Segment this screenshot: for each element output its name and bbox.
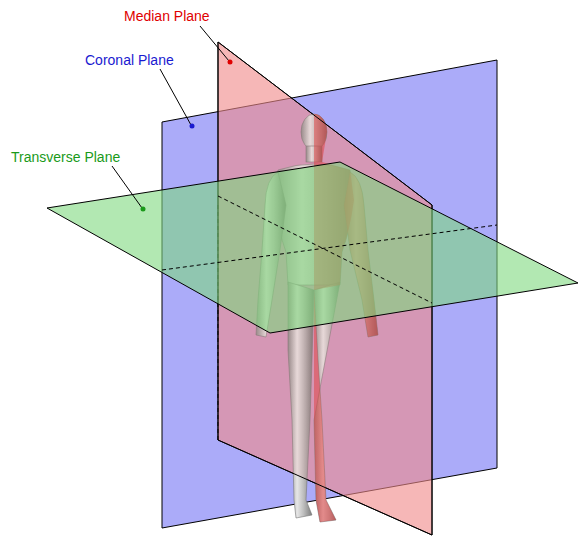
leader-dot <box>228 60 233 65</box>
leader-line <box>200 26 229 61</box>
hidden-edge <box>162 225 497 270</box>
leader-line <box>112 166 142 208</box>
leader-dot <box>141 207 146 212</box>
transverse-plane <box>47 162 578 333</box>
leader-dot <box>190 124 195 129</box>
plane-label: Transverse Plane <box>10 149 121 165</box>
hidden-edge <box>218 196 432 303</box>
plane-label: Coronal Plane <box>84 52 175 68</box>
leader-line <box>160 69 191 125</box>
plane-label: Median Plane <box>123 8 211 24</box>
